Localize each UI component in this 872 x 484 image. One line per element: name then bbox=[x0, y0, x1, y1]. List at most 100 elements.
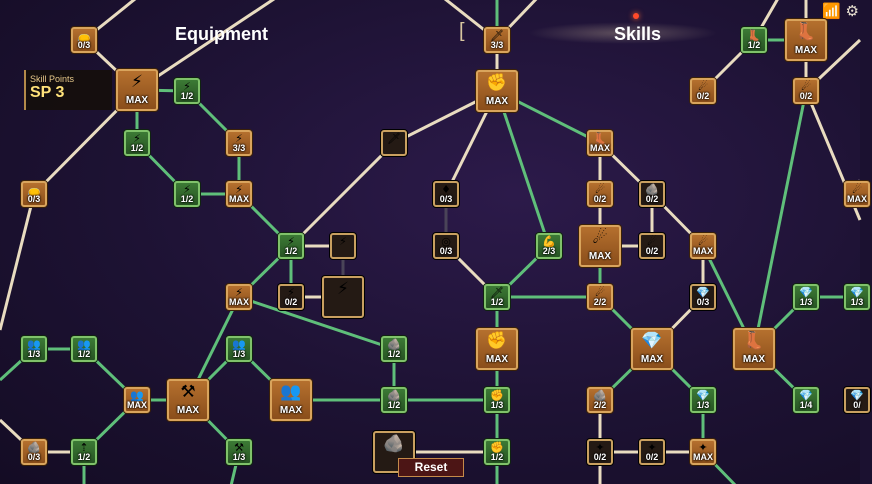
skill-node-n29[interactable]: 👢1/2 bbox=[741, 27, 767, 53]
skill-node-n20[interactable]: 🗡1/2 bbox=[484, 284, 510, 310]
skill-level-label: 0/3 bbox=[77, 40, 91, 50]
skill-node-n50[interactable]: 🪨 bbox=[373, 431, 415, 473]
skill-level-label: MAX bbox=[794, 45, 818, 56]
fist-icon: ✊ bbox=[486, 73, 508, 93]
skill-node-n57[interactable]: 👥1/3 bbox=[21, 336, 47, 362]
skill-node-n3[interactable]: ⚡1/2 bbox=[174, 78, 200, 104]
skill-level-label: MAX bbox=[742, 354, 766, 365]
skill-node-n22[interactable]: ☄0/2 bbox=[587, 181, 613, 207]
skill-node-n51[interactable]: 👥MAX bbox=[270, 379, 312, 421]
skill-node-n5[interactable]: ⚡3/3 bbox=[226, 130, 252, 156]
skill-level-label: MAX bbox=[588, 251, 612, 262]
sword-icon: 🗡 bbox=[490, 286, 504, 299]
stats-icon[interactable]: 📶 bbox=[822, 2, 841, 20]
skill-node-n13[interactable]: ⚡MAX bbox=[226, 284, 252, 310]
boot-icon: 👢 bbox=[747, 29, 761, 42]
skill-level-label: 1/2 bbox=[387, 349, 401, 359]
people-icon: 👥 bbox=[27, 338, 41, 351]
fist-icon: ✊ bbox=[490, 441, 504, 454]
skill-node-n47[interactable]: ✊1/2 bbox=[484, 439, 510, 465]
skill-node-n16[interactable]: ✊MAX bbox=[476, 70, 518, 112]
skill-level-label: 0/2 bbox=[593, 452, 607, 462]
skill-node-n28[interactable]: 💎0/3 bbox=[690, 284, 716, 310]
skill-node-n39[interactable]: 💎1/4 bbox=[793, 387, 819, 413]
skill-node-n14[interactable]: 🗡 bbox=[381, 130, 407, 156]
skill-node-n27[interactable]: ☄2/2 bbox=[587, 284, 613, 310]
skill-node-n55[interactable]: ⚒1/3 bbox=[226, 439, 252, 465]
skill-node-n33[interactable]: ☄MAX bbox=[844, 181, 870, 207]
skill-level-label: 1/3 bbox=[696, 400, 710, 410]
link-n48-n13 bbox=[238, 295, 395, 351]
crystal-icon: 💎 bbox=[850, 389, 864, 402]
lightning-icon: ⚡ bbox=[287, 286, 295, 299]
gear-icon[interactable]: ⚙ bbox=[845, 2, 859, 20]
skill-node-n44[interactable]: ✦MAX bbox=[690, 439, 716, 465]
star-icon: ✦ bbox=[698, 441, 708, 454]
hammer-icon: ⚒ bbox=[180, 382, 196, 402]
skill-node-n12[interactable]: ⚡ bbox=[322, 276, 364, 318]
skill-node-n58[interactable]: 🪨0/3 bbox=[21, 439, 47, 465]
skill-node-n24[interactable]: ☄ MAX bbox=[579, 225, 621, 267]
skill-node-n17[interactable]: ♦0/3 bbox=[433, 181, 459, 207]
skill-level-label: MAX bbox=[176, 405, 200, 416]
skill-level-label: 1/2 bbox=[284, 246, 298, 256]
skill-node-n46[interactable]: ✊1/3 bbox=[484, 387, 510, 413]
sword-icon: 🗡 bbox=[387, 132, 401, 145]
skill-node-n49[interactable]: 🪨1/2 bbox=[381, 387, 407, 413]
skill-level-label: 1/3 bbox=[490, 400, 504, 410]
skill-node-n38[interactable]: 💎1/3 bbox=[690, 387, 716, 413]
crystal-icon: 💎 bbox=[641, 331, 663, 351]
skill-node-n31[interactable]: ☄0/2 bbox=[690, 78, 716, 104]
skill-node-n1[interactable]: 👝0/3 bbox=[71, 27, 97, 53]
reset-button[interactable]: Reset bbox=[398, 458, 464, 477]
skill-node-n23[interactable]: 🪨0/2 bbox=[639, 181, 665, 207]
lightning-icon: ⚡ bbox=[133, 132, 141, 145]
skill-node-n10[interactable]: ⚡ bbox=[330, 233, 356, 259]
skill-node-n21[interactable]: 👢MAX bbox=[587, 130, 613, 156]
skill-node-n42[interactable]: ✦0/2 bbox=[587, 439, 613, 465]
link-n16-n19 bbox=[495, 90, 551, 247]
skill-node-n54[interactable]: 👥MAX bbox=[124, 387, 150, 413]
skill-node-n4[interactable]: ⚡1/2 bbox=[124, 130, 150, 156]
skill-level-label: 0/2 bbox=[593, 194, 607, 204]
skill-node-n35[interactable]: 💎1/3 bbox=[844, 284, 870, 310]
skill-node-n8[interactable]: 👝0/3 bbox=[21, 181, 47, 207]
skill-node-n30[interactable]: 👢MAX bbox=[785, 19, 827, 61]
skill-node-n59[interactable]: ⇡1/2 bbox=[71, 439, 97, 465]
skill-node-n36[interactable]: 💎MAX bbox=[631, 328, 673, 370]
skill-node-n6[interactable]: ⚡1/2 bbox=[174, 181, 200, 207]
edge-link-6 bbox=[136, 0, 276, 92]
boot-icon: 👢 bbox=[743, 331, 765, 351]
crystal-icon: 💎 bbox=[850, 286, 864, 299]
skill-node-n19[interactable]: 💪2/3 bbox=[536, 233, 562, 259]
skill-level-label: MAX bbox=[693, 246, 713, 256]
skill-level-label: 0/3 bbox=[27, 452, 41, 462]
meteor-icon: ☄ bbox=[801, 80, 811, 93]
skill-node-n2[interactable]: ⚡MAX bbox=[116, 69, 158, 111]
skill-points-label: Skill Points bbox=[30, 74, 75, 84]
skill-node-n45[interactable]: ✊MAX bbox=[476, 328, 518, 370]
skill-node-n32[interactable]: ☄0/2 bbox=[793, 78, 819, 104]
skill-level-label: MAX bbox=[693, 452, 713, 462]
skill-node-n11[interactable]: ⚡0/2 bbox=[278, 284, 304, 310]
skill-node-n56[interactable]: 👥1/2 bbox=[71, 336, 97, 362]
skill-node-n41[interactable]: 🪨2/2 bbox=[587, 387, 613, 413]
skill-node-n43[interactable]: ✦0/2 bbox=[639, 439, 665, 465]
tab-equipment[interactable]: Equipment bbox=[175, 24, 268, 44]
skill-node-n34[interactable]: 💎1/3 bbox=[793, 284, 819, 310]
skill-node-n52[interactable]: 👥1/3 bbox=[226, 336, 252, 362]
skill-node-n25[interactable]: ☄0/2 bbox=[639, 233, 665, 259]
skill-node-n18[interactable]: ◎0/3 bbox=[433, 233, 459, 259]
skill-node-n9[interactable]: ⚡1/2 bbox=[278, 233, 304, 259]
meteor-icon: ☄ bbox=[592, 228, 608, 248]
skill-node-n37[interactable]: 👢 MAX bbox=[733, 328, 775, 370]
skill-node-n7[interactable]: ⚡MAX bbox=[226, 181, 252, 207]
skill-level-label: 1/3 bbox=[232, 452, 246, 462]
skill-node-n40[interactable]: 💎0/ bbox=[844, 387, 870, 413]
skill-node-n48[interactable]: 🪨1/2 bbox=[381, 336, 407, 362]
skill-node-n53[interactable]: ⚒ MAX bbox=[167, 379, 209, 421]
skill-node-n26[interactable]: ☄MAX bbox=[690, 233, 716, 259]
skill-node-n15[interactable]: 🗡3/3 bbox=[484, 27, 510, 53]
tab-skills[interactable]: Skills bbox=[614, 24, 662, 44]
